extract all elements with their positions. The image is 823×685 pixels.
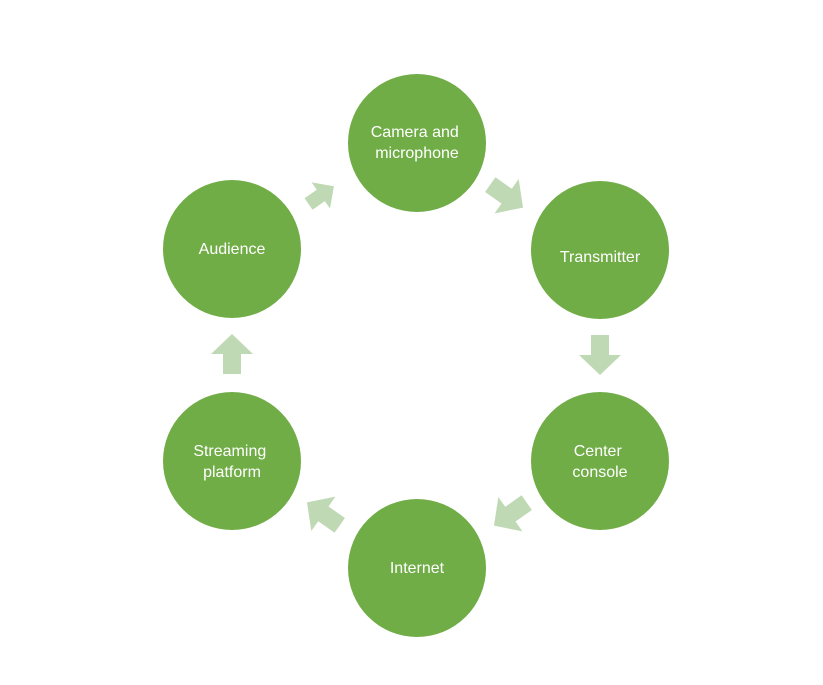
node-audience-label-line-1: Audience bbox=[199, 241, 266, 258]
node-transmitter: Transmitter bbox=[531, 181, 669, 319]
node-streaming-platform-label: Streaming platform bbox=[193, 443, 270, 481]
node-camera-circle bbox=[348, 74, 486, 212]
node-streaming-platform-label-line-2: platform bbox=[203, 464, 261, 481]
node-streaming-platform-circle bbox=[163, 392, 301, 530]
node-internet-label: Internet bbox=[390, 560, 445, 577]
node-center-console-label-line-2: console bbox=[572, 464, 627, 481]
node-transmitter-label-line-1: Transmitter bbox=[560, 249, 641, 266]
node-audience: Audience bbox=[163, 180, 301, 318]
node-transmitter-circle bbox=[531, 181, 669, 319]
arrow-audience-to-camera bbox=[304, 182, 334, 210]
node-camera: Camera and microphone bbox=[348, 74, 486, 212]
arrow-internet-to-streaming bbox=[306, 496, 345, 533]
node-audience-label: Audience bbox=[199, 241, 266, 258]
node-streaming-platform: Streaming platform bbox=[163, 392, 301, 530]
arrow-streaming-to-audience bbox=[211, 334, 253, 374]
node-audience-circle bbox=[163, 180, 301, 318]
node-internet: Internet bbox=[348, 499, 486, 637]
node-center-console-label: Center console bbox=[572, 443, 627, 481]
node-internet-circle bbox=[348, 499, 486, 637]
cycle-nodes: Camera and microphone Transmitter Center… bbox=[163, 74, 669, 637]
node-streaming-platform-label-line-1: Streaming bbox=[193, 443, 266, 460]
node-center-console-label-line-1: Center bbox=[574, 443, 623, 460]
node-transmitter-label: Transmitter bbox=[560, 249, 641, 266]
arrow-camera-to-transmitter bbox=[485, 177, 524, 214]
node-camera-label-line-2: microphone bbox=[375, 145, 459, 162]
node-internet-label-line-1: Internet bbox=[390, 560, 445, 577]
arrow-transmitter-to-center bbox=[579, 335, 621, 375]
cycle-arrows bbox=[211, 177, 621, 533]
node-center-console-circle bbox=[531, 392, 669, 530]
arrow-center-to-internet bbox=[493, 495, 532, 532]
node-camera-label: Camera and microphone bbox=[371, 124, 464, 162]
node-center-console: Center console bbox=[531, 392, 669, 530]
node-camera-label-line-1: Camera and bbox=[371, 124, 459, 141]
